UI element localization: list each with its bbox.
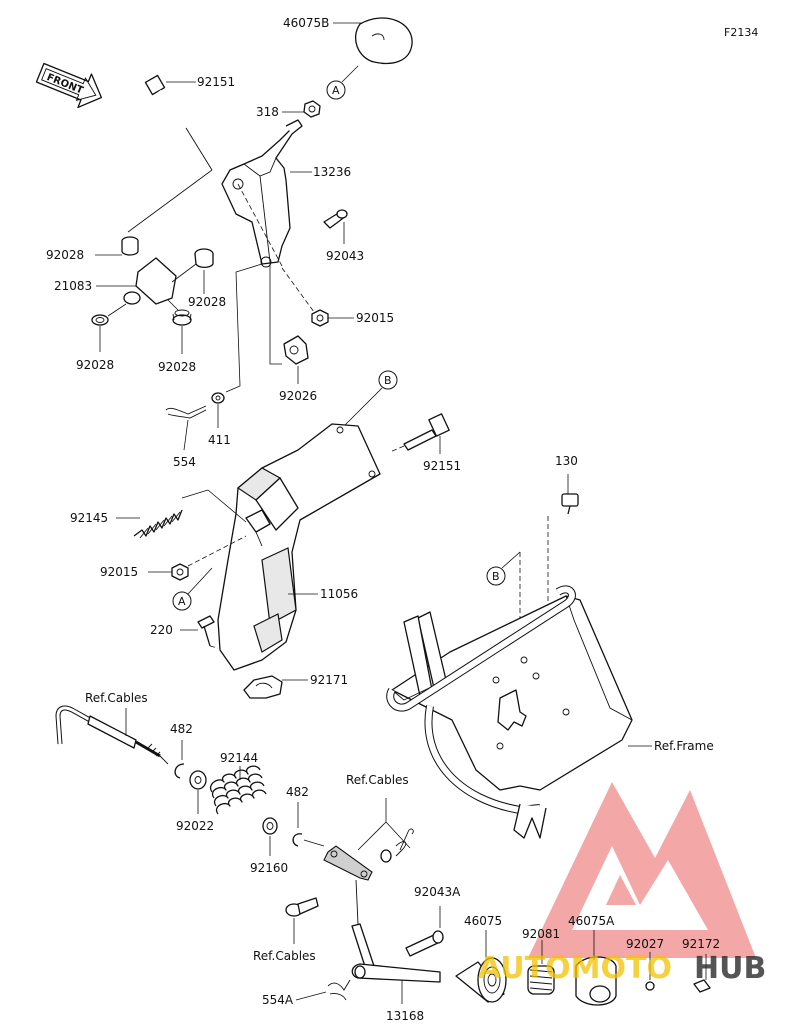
bracket-11056 <box>217 423 381 671</box>
bolt-92151-top <box>144 74 213 171</box>
link-plate <box>323 798 414 881</box>
clip-92171 <box>243 675 308 699</box>
figure-code: F2134 <box>724 26 758 39</box>
lever-arm-13168 <box>295 879 441 1004</box>
frame-ref <box>386 585 652 839</box>
clip-482-a <box>174 740 185 779</box>
label-ref-frame: Ref.Frame <box>654 739 714 753</box>
watermark-prefix: AUTOMOTO <box>478 951 672 986</box>
shift-knob <box>333 17 413 65</box>
collar-92160 <box>262 817 278 856</box>
spring-92081 <box>527 940 555 995</box>
washer-92022 <box>189 770 207 814</box>
bolt-92151-mid <box>389 413 450 454</box>
callout-b-upper-letter: B <box>384 374 392 387</box>
label-220: 220 <box>150 623 173 637</box>
nut-92015-mid <box>148 535 247 581</box>
label-92145: 92145 <box>70 511 108 525</box>
label-ref-cables-2: Ref.Cables <box>346 773 409 787</box>
label-92028-b: 92028 <box>188 295 226 309</box>
label-92151-mid: 92151 <box>423 459 461 473</box>
label-13168: 13168 <box>386 1009 424 1023</box>
pin-92043A <box>405 906 444 957</box>
label-92160: 92160 <box>250 861 288 875</box>
label-92028-c: 92028 <box>76 358 114 372</box>
callout-a-top: A <box>326 65 359 100</box>
label-92028-d: 92028 <box>158 360 196 374</box>
shaft-21083 <box>96 257 197 305</box>
label-92043A: 92043A <box>414 885 461 899</box>
callout-b-lower-letter: B <box>492 570 500 583</box>
watermark-text: AUTOMOTO HUB <box>478 951 766 986</box>
callout-a-mid-letter: A <box>178 595 186 608</box>
label-13236: 13236 <box>313 165 351 179</box>
label-ref-cables-1: Ref.Cables <box>85 691 148 705</box>
label-92026: 92026 <box>279 389 317 403</box>
spring-92145 <box>116 489 247 539</box>
watermark-suffix: HUB <box>694 951 766 986</box>
bushing-92028-a <box>95 236 139 256</box>
bushing-92028-d <box>167 299 192 354</box>
label-130: 130 <box>555 454 578 468</box>
label-92027: 92027 <box>626 937 664 951</box>
nut-318 <box>282 100 321 118</box>
screw-92172 <box>693 954 711 993</box>
cap-46075A <box>575 930 617 1006</box>
clamp-92026 <box>283 335 309 384</box>
label-46075B: 46075B <box>283 16 329 30</box>
label-46075A: 46075A <box>568 914 615 928</box>
label-482-a: 482 <box>170 722 193 736</box>
cable-ref-1 <box>55 705 169 765</box>
label-92081: 92081 <box>522 927 560 941</box>
label-92028-a: 92028 <box>46 248 84 262</box>
cable-pin-ref-3 <box>285 897 319 944</box>
callout-a-mid: A <box>172 567 213 611</box>
label-411: 411 <box>208 433 231 447</box>
label-21083: 21083 <box>54 279 92 293</box>
clip-482-b <box>292 802 325 847</box>
front-arrow-icon: FRONT <box>35 62 103 109</box>
screw-220 <box>180 615 219 649</box>
callout-b-upper: B <box>343 370 398 427</box>
callout-a-top-letter: A <box>332 84 340 97</box>
label-92144: 92144 <box>220 751 258 765</box>
nut-92015-top <box>281 267 354 327</box>
cotter-pin-554 <box>165 405 207 451</box>
washer-411 <box>211 392 225 428</box>
bushing-92028-b <box>194 248 214 294</box>
label-46075: 46075 <box>464 914 502 928</box>
spring-92144 <box>209 765 267 815</box>
ball-92027 <box>645 952 655 991</box>
pin-92043 <box>323 209 348 244</box>
label-92043: 92043 <box>326 249 364 263</box>
label-92015-top: 92015 <box>356 311 394 325</box>
label-92172: 92172 <box>682 937 720 951</box>
label-318: 318 <box>256 105 279 119</box>
shift-lever-13236 <box>221 119 312 268</box>
label-92151-top: 92151 <box>197 75 235 89</box>
bushing-92028-c <box>91 303 127 352</box>
label-554: 554 <box>173 455 196 469</box>
label-92171: 92171 <box>310 673 348 687</box>
label-92022: 92022 <box>176 819 214 833</box>
label-92015-mid: 92015 <box>100 565 138 579</box>
knob-46075 <box>455 930 507 1003</box>
watermark-logo <box>528 782 756 958</box>
label-ref-cables-3: Ref.Cables <box>253 949 316 963</box>
label-11056: 11056 <box>320 587 358 601</box>
label-482-b: 482 <box>286 785 309 799</box>
label-554A: 554A <box>262 993 294 1007</box>
